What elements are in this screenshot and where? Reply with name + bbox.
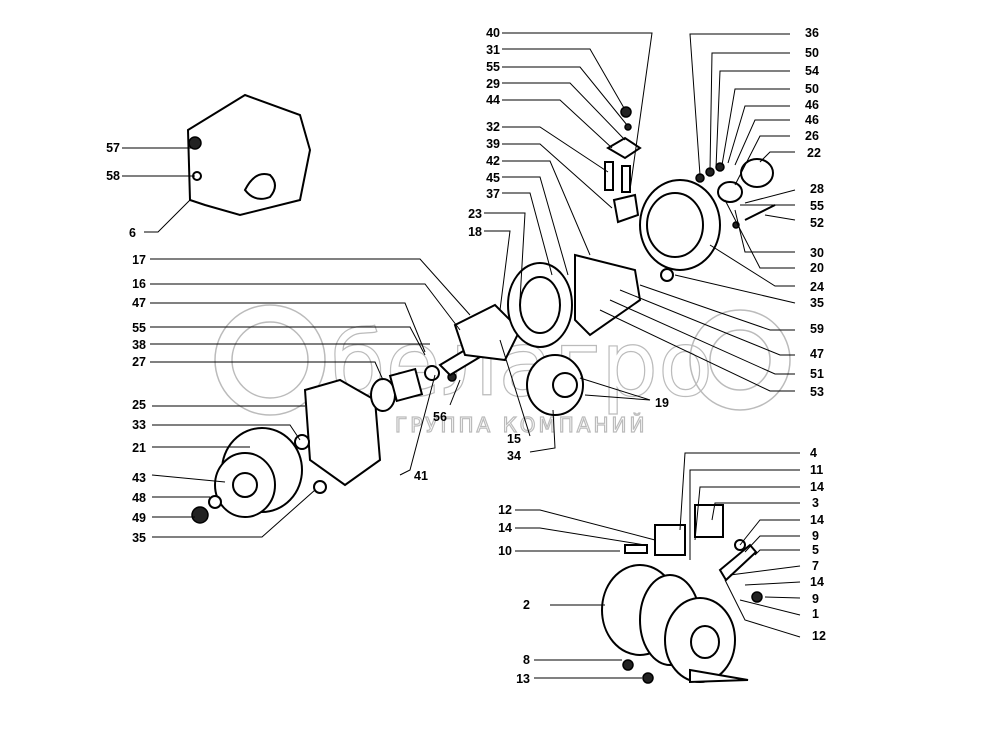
callout-37: 37	[486, 187, 500, 201]
callout-50-b: 50	[805, 82, 819, 96]
callout-47-right: 47	[810, 347, 824, 361]
callout-55-right: 55	[810, 199, 824, 213]
callout-21: 21	[132, 441, 146, 455]
callout-53: 53	[810, 385, 824, 399]
callout-47: 47	[132, 296, 146, 310]
callout-2: 2	[523, 598, 530, 612]
callout-18: 18	[468, 225, 482, 239]
leader-lines	[122, 32, 801, 679]
callout-14-b: 14	[810, 513, 824, 527]
callout-28: 28	[810, 182, 824, 196]
callout-9-b: 9	[812, 592, 819, 606]
callout-52: 52	[810, 216, 824, 230]
callout-23: 23	[468, 207, 482, 221]
callout-57: 57	[106, 141, 120, 155]
callout-13: 13	[516, 672, 530, 686]
callout-15: 15	[507, 432, 521, 446]
callout-59: 59	[810, 322, 824, 336]
callout-14-left: 14	[498, 521, 512, 535]
callout-29: 29	[486, 77, 500, 91]
callout-3: 3	[812, 496, 819, 510]
callout-11: 11	[810, 463, 823, 477]
callout-5: 5	[812, 543, 819, 557]
callout-34: 34	[507, 449, 521, 463]
relay-regulator	[186, 93, 312, 217]
callout-14-c: 14	[810, 575, 824, 589]
callout-40: 40	[486, 26, 500, 40]
callout-31: 31	[486, 43, 500, 57]
callout-32: 32	[486, 120, 500, 134]
callout-labels: 57 58 6 17 16 47 55 38 27 25 33 21 43 48…	[106, 26, 826, 686]
callout-48: 48	[132, 491, 146, 505]
callout-19: 19	[655, 396, 669, 410]
callout-4: 4	[810, 446, 817, 460]
callout-55-top: 55	[486, 60, 500, 74]
callout-46-b: 46	[805, 113, 819, 127]
callout-26: 26	[805, 129, 819, 143]
callout-58: 58	[106, 169, 120, 183]
callout-42: 42	[486, 154, 500, 168]
callout-56: 56	[433, 410, 447, 424]
callout-6: 6	[129, 226, 136, 240]
callout-51: 51	[810, 367, 824, 381]
callout-24: 24	[810, 280, 824, 294]
terminal-bolt-group	[604, 106, 642, 224]
callout-10: 10	[498, 544, 512, 558]
watermark-subtitle: ГРУППА КОМПАНИЙ	[395, 413, 647, 437]
callout-54: 54	[805, 64, 819, 78]
callout-49: 49	[132, 511, 146, 525]
callout-7: 7	[812, 559, 819, 573]
callout-25: 25	[132, 398, 146, 412]
callout-27: 27	[132, 355, 146, 369]
callout-1: 1	[812, 607, 819, 621]
callout-22: 22	[807, 146, 821, 160]
callout-39: 39	[486, 137, 500, 151]
callout-46: 46	[805, 98, 819, 112]
callout-14-a: 14	[810, 480, 824, 494]
callout-8: 8	[523, 653, 530, 667]
callout-30: 30	[810, 246, 824, 260]
callout-9: 9	[812, 529, 819, 543]
callout-16: 16	[132, 277, 146, 291]
callout-33: 33	[132, 418, 146, 432]
callout-41: 41	[414, 469, 428, 483]
callout-45: 45	[486, 171, 500, 185]
callout-38: 38	[132, 338, 146, 352]
callout-35-right: 35	[810, 296, 824, 310]
callout-44: 44	[486, 93, 500, 107]
callout-35: 35	[132, 531, 146, 545]
stator-and-rectifier	[507, 253, 642, 416]
callout-50: 50	[805, 46, 819, 60]
callout-36: 36	[805, 26, 819, 40]
callout-12-right: 12	[812, 629, 826, 643]
alternator-left-assembly	[191, 303, 522, 524]
callout-20: 20	[810, 261, 824, 275]
callout-12-left: 12	[498, 503, 512, 517]
callout-55: 55	[132, 321, 146, 335]
mounted-alternator	[601, 504, 763, 684]
callout-17: 17	[132, 253, 146, 267]
rear-housing	[639, 158, 776, 282]
callout-43: 43	[132, 471, 146, 485]
